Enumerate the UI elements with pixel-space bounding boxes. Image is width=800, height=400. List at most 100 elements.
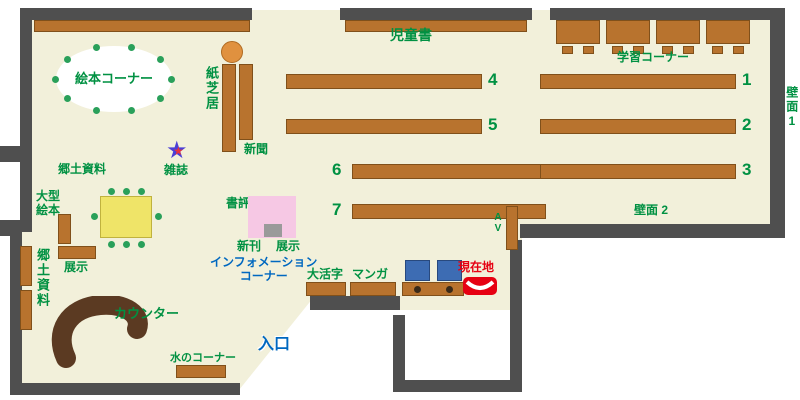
seat-dot [64,56,71,63]
wall-bottom-left [10,383,240,395]
seat-dot [64,95,71,102]
terminal-desk [402,282,464,296]
bookshelf-6 [352,164,546,179]
seat-dot [52,76,59,83]
large-picture-books-line1: 大型 [36,189,61,203]
water-corner-label: 水のコーナー [170,352,236,364]
search-terminal [437,260,462,281]
seat-dot [138,188,145,195]
children-books-label: 児童書 [390,27,432,43]
wall-corridor-right [510,240,522,392]
you-are-here-icon [463,277,497,295]
large-print-shelf [306,282,346,296]
seat-dot [157,56,164,63]
newspaper-shelf [239,64,253,140]
picture-book-corner-label: 絵本コーナー [74,71,153,86]
star-outer-icon: ★ [166,137,188,164]
display-gray-box [264,224,282,237]
kamishibai-label: 紙芝居 [203,66,219,111]
kamishibai-shelf [222,64,236,152]
wall-corridor-bottom [393,380,522,392]
bookshelf-7-label: 7 [332,200,342,219]
seat-dot [108,188,115,195]
study-chair [633,46,644,54]
study-chair [612,46,623,54]
wall-right [770,8,785,238]
seat-dot [108,241,115,248]
study-chair [733,46,744,54]
information-line2: コーナー [239,268,288,283]
manga-shelf [350,282,396,296]
seat-dot [168,76,175,83]
wall-face-2-label: 壁面 2 [634,203,669,217]
bookshelf-2-label: 2 [742,115,752,134]
wall-lower-middle-bottom [310,296,400,310]
large-print-label: 大活字 [307,267,344,281]
reading-table [100,196,152,238]
wall-corridor-left [393,315,405,392]
entrance-label: 入口 [258,336,291,353]
wall-left-lower [10,230,22,395]
seat-dot [93,107,100,114]
seat-dot [91,213,98,220]
bookshelf-3-label: 3 [742,160,752,179]
study-desk [656,20,700,44]
wall-top-middle [340,8,532,20]
you-are-here-label: 現在地 [458,260,495,274]
bookshelf-3 [540,164,736,179]
exhibit-left-label: 展示 [64,260,89,274]
search-terminal [405,260,430,281]
seat-dot [123,241,130,248]
local-materials-side-label: 郷土資料 [34,248,50,308]
local-materials-shelf [20,290,32,330]
information-corner-label: インフォメーション コーナー [210,255,318,284]
bookshelf-5-label: 5 [488,115,498,134]
wall-left-upper [20,8,32,232]
wall-top-left [20,8,252,20]
study-chair [712,46,723,54]
exhibit-shelf-left [58,246,96,259]
bookshelf-4 [286,74,482,89]
terminal-chair-dot [446,286,453,293]
new-books-label: 新刊 [237,239,262,253]
terminal-chair-dot [414,286,421,293]
book-review-label: 書評 [226,196,251,210]
star-inner-icon: ★ [173,144,184,158]
newspaper-label: 新聞 [244,142,269,156]
study-desk [706,20,750,44]
large-picture-books-label: 大型 絵本 [36,189,61,218]
study-corner-label: 学習コーナー [617,50,690,64]
bookshelf-1 [540,74,736,89]
wall-shelf-top-left [34,20,250,32]
seat-dot [93,44,100,51]
av-label: AV [492,212,504,234]
study-desk [556,20,600,44]
information-line1: インフォメーション [210,255,318,269]
seat-dot [128,107,135,114]
seat-dot [123,188,130,195]
water-corner-shelf [176,365,226,378]
study-desk [606,20,650,44]
magazines-label: 雑誌 [164,163,189,177]
counter-label: カウンター [114,306,180,321]
manga-label: マンガ [352,267,389,281]
study-chair [583,46,594,54]
study-chair [562,46,573,54]
study-chair [683,46,694,54]
seat-dot [155,213,162,220]
round-stool [221,41,243,63]
large-picture-books-shelf [58,214,71,244]
wall-left-stub-mid [0,146,20,162]
wall-bottom-right-hall [520,224,785,238]
counter-desk [51,296,148,368]
bookshelf-6-label: 6 [332,160,342,179]
magazine-star-icon: ★ ★ [166,138,194,164]
av-shelf [506,206,518,250]
seat-dot [157,95,164,102]
wall-top-right [550,8,785,20]
local-materials-label: 郷土資料 [58,162,107,176]
seat-dot [138,241,145,248]
large-picture-books-line2: 絵本 [36,202,61,217]
exhibit-display-label: 展示 [276,239,301,253]
